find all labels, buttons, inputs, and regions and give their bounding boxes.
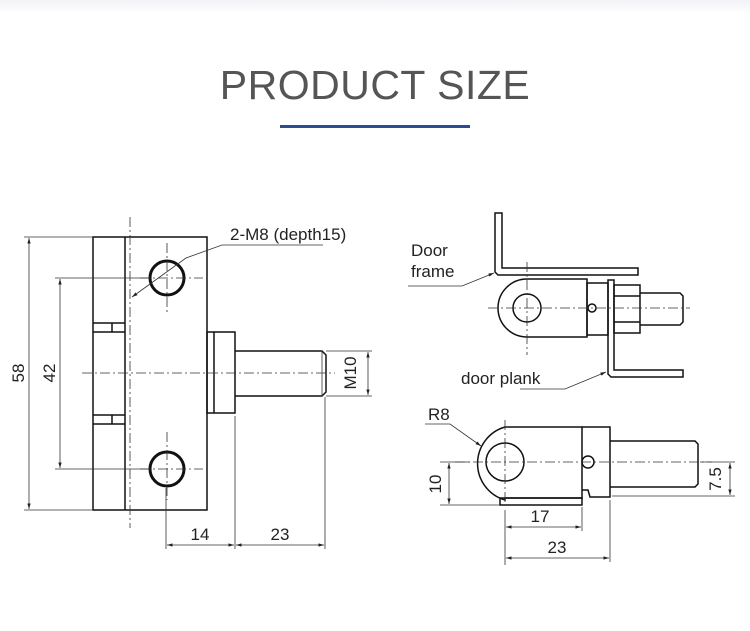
flange — [206, 331, 236, 414]
hex-nut — [613, 284, 641, 334]
hinge-eye — [497, 278, 588, 338]
dim-42: 42 — [40, 364, 59, 383]
dim-10: 10 — [426, 475, 445, 494]
dim-17: 17 — [531, 507, 550, 526]
threaded-stud — [235, 350, 327, 397]
installed-view: Door frame door plank — [408, 212, 690, 390]
door-plank — [607, 279, 684, 378]
dim-m10: M10 — [341, 356, 360, 389]
title-underline — [280, 125, 470, 128]
eye-body — [476, 426, 583, 501]
dim-7-5: 7.5 — [706, 467, 725, 491]
side-view: R8 10 7.5 17 23 — [425, 405, 735, 565]
side-stud — [610, 440, 699, 488]
dim-58: 58 — [9, 364, 28, 383]
door-plank-label: door plank — [461, 369, 541, 388]
page-title: PRODUCT SIZE — [219, 62, 531, 108]
dim-23: 23 — [271, 525, 290, 544]
front-view: 2-M8 (depth15) 58 42 M10 14 23 — [9, 217, 372, 549]
door-frame-label-1: Door — [411, 241, 448, 260]
top-fade — [0, 0, 750, 14]
dim-23-side: 23 — [548, 538, 567, 557]
stud — [640, 292, 684, 326]
hole-spec-label: 2-M8 (depth15) — [230, 225, 346, 244]
dim-r8: R8 — [428, 405, 450, 424]
door-frame-label-2: frame — [411, 262, 454, 281]
door-frame — [494, 212, 639, 276]
dim-14: 14 — [191, 525, 210, 544]
